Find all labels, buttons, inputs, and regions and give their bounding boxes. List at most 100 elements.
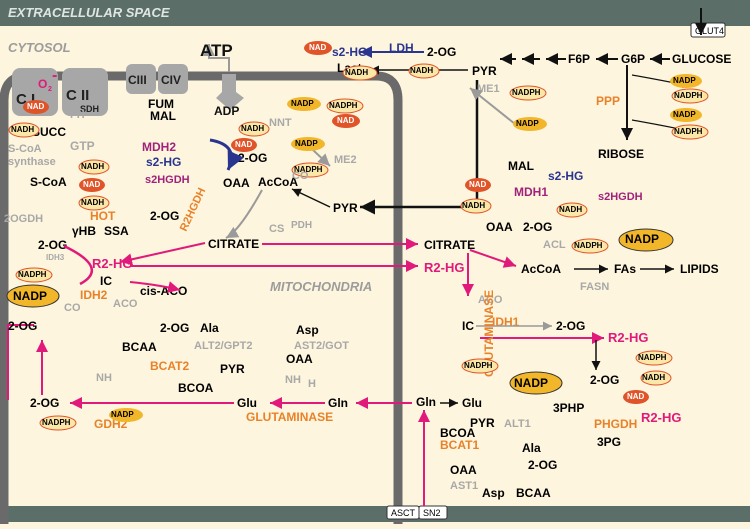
glutaminase-mito-label: GLUTAMINASE	[246, 410, 333, 424]
nadph-idh2: NADPH	[18, 270, 47, 279]
gln-cyto-label: Gln	[416, 395, 436, 409]
superoxide-sub: 2	[48, 86, 52, 93]
nadph-ppp1: NADPH	[674, 91, 703, 100]
superoxide-label: O	[38, 77, 47, 91]
complex-ii	[62, 68, 108, 116]
s2hgdh-cyto-label: s2HGDH	[598, 191, 643, 203]
s2hg-cyto-right-label: s2-HG	[548, 169, 583, 183]
glu-mito-label: Glu	[237, 396, 257, 410]
cytosol-label: CYTOSOL	[8, 40, 71, 55]
asp-cyto-label: Asp	[482, 486, 505, 500]
acl-label: ACL	[543, 239, 566, 251]
ssa-label: SSA	[104, 224, 129, 238]
pyr-cytosol-label: PYR	[472, 64, 497, 78]
sn2-box	[418, 505, 448, 520]
2og-cyto-label: 2-OG	[523, 220, 552, 234]
fas-label: FAs	[614, 262, 636, 276]
2og-bcat1-label: 2-OG	[528, 458, 557, 472]
nad-plus-nnt: NAD	[337, 116, 355, 125]
idh2-label: IDH2	[80, 288, 108, 302]
mal-cyto-label: MAL	[508, 159, 534, 173]
pyr-bcat2-label: PYR	[220, 362, 245, 376]
glu-cyto-label: Glu	[462, 396, 482, 410]
bcaa-cyto-label: BCAA	[516, 486, 551, 500]
extracellular-label: EXTRACELLULAR SPACE	[8, 5, 170, 20]
nadph-ppp2: NADPH	[674, 127, 703, 136]
nadp-plus-me1: NADP	[516, 119, 539, 128]
complex-iv	[158, 64, 188, 94]
nadph-fasn: NADPH	[574, 241, 603, 250]
s2hg-cyto-label: s2-HG	[332, 45, 367, 59]
nnt-label: NNT	[269, 117, 292, 129]
fh-label: FH	[70, 109, 85, 121]
2og-gdh2-label: 2-OG	[30, 396, 59, 410]
2og-mito-bottom-label: 2-OG	[8, 319, 37, 333]
nadph-gdh2: NADPH	[42, 418, 71, 427]
ghb-label: γHB	[72, 224, 96, 238]
nadp-plus-nnt: NADP	[291, 99, 314, 108]
2og-mito-left-label: 2-OG	[38, 238, 67, 252]
nad-plus-ldh: NAD	[309, 43, 327, 52]
atp-label: ATP	[200, 41, 233, 60]
fum-label: FUM	[148, 97, 174, 111]
ribose-label: RIBOSE	[598, 147, 644, 161]
nad-plus-mdh2: NAD	[235, 140, 253, 149]
cs-label: CS	[269, 223, 284, 235]
ppp-label: PPP	[596, 94, 620, 108]
ast1-label: AST1	[450, 480, 478, 492]
nadph-idh1: NADPH	[464, 361, 493, 370]
co2-me2: CO	[292, 170, 309, 182]
nadh-mdh1: NADH	[462, 201, 486, 210]
mdh2-label: MDH2	[142, 140, 176, 154]
nadh-s2hgdh: NADH	[559, 205, 583, 214]
mitochondrial-membrane	[0, 71, 403, 524]
oaa-mito-label: OAA	[223, 176, 250, 190]
nad-plus-mdh1: NAD	[469, 180, 487, 189]
nadh-mdh2: NADH	[241, 124, 265, 133]
complex-iv-label: CIV	[161, 73, 181, 87]
nadh-phgdh: NADH	[642, 373, 666, 382]
nadph-nnt: NADPH	[329, 101, 358, 110]
g6p-label: G6P	[621, 52, 645, 66]
asp-mito-label: Asp	[296, 323, 319, 337]
scoa-label: S-CoA	[30, 175, 67, 189]
oaa-cyto-label: OAA	[486, 220, 513, 234]
s2hg-mito-label: s2-HG	[146, 155, 181, 169]
sdh-label: SDH	[80, 104, 99, 114]
ala-cyto-label: Ala	[522, 441, 541, 455]
scoa-synthase-label: S-CoA	[8, 143, 42, 155]
bcoa-mito-label: BCOA	[178, 381, 214, 395]
nadph-me2: NADPH	[294, 165, 323, 174]
nh3-glut-label: NH	[285, 374, 301, 386]
nh3-gdh2-label: NH	[96, 372, 112, 384]
nadp-plus-idh1: NADP	[514, 376, 549, 390]
complex-iii-label: CIII	[128, 73, 147, 87]
ast2-label: AST2/GOT	[294, 340, 349, 352]
aco-mito-label: ACO	[113, 298, 138, 310]
oaa-cyto-bottom-label: OAA	[450, 463, 477, 477]
r2hg-idh1-label: R2-HG	[608, 330, 648, 345]
2og-phgdh-label: 2-OG	[590, 373, 619, 387]
2og-bcat2-label: 2-OG	[160, 321, 189, 335]
nadh-ldh: NADH	[345, 68, 369, 77]
accoa-cyto-label: AcCoA	[521, 262, 561, 276]
nad-plus-ogdh: NAD	[83, 180, 101, 189]
r2hg-cyto-left-label: R2-HG	[424, 260, 464, 275]
citrate-cyto-label: CITRATE	[424, 238, 475, 252]
gln-mito-label: Gln	[328, 396, 348, 410]
bcat1-label: BCAT1	[440, 438, 479, 452]
mdh1-label: MDH1	[514, 185, 548, 199]
alt1-label: ALT1	[504, 418, 531, 430]
co2-idh2: CO	[64, 302, 81, 314]
cofactor-pills	[6, 41, 709, 431]
superoxide-charge: -	[52, 67, 57, 84]
nadh-ogdh: NADH	[81, 162, 105, 171]
sn2-label: SN2	[423, 508, 441, 518]
3pg-label: 3PG	[597, 435, 621, 449]
alt2-label: ALT2/GPT2	[194, 340, 252, 352]
hot-label: HOT	[90, 209, 116, 223]
complex-ii-label: C II	[66, 87, 89, 104]
nadph-phgdh: NADPH	[638, 353, 667, 362]
